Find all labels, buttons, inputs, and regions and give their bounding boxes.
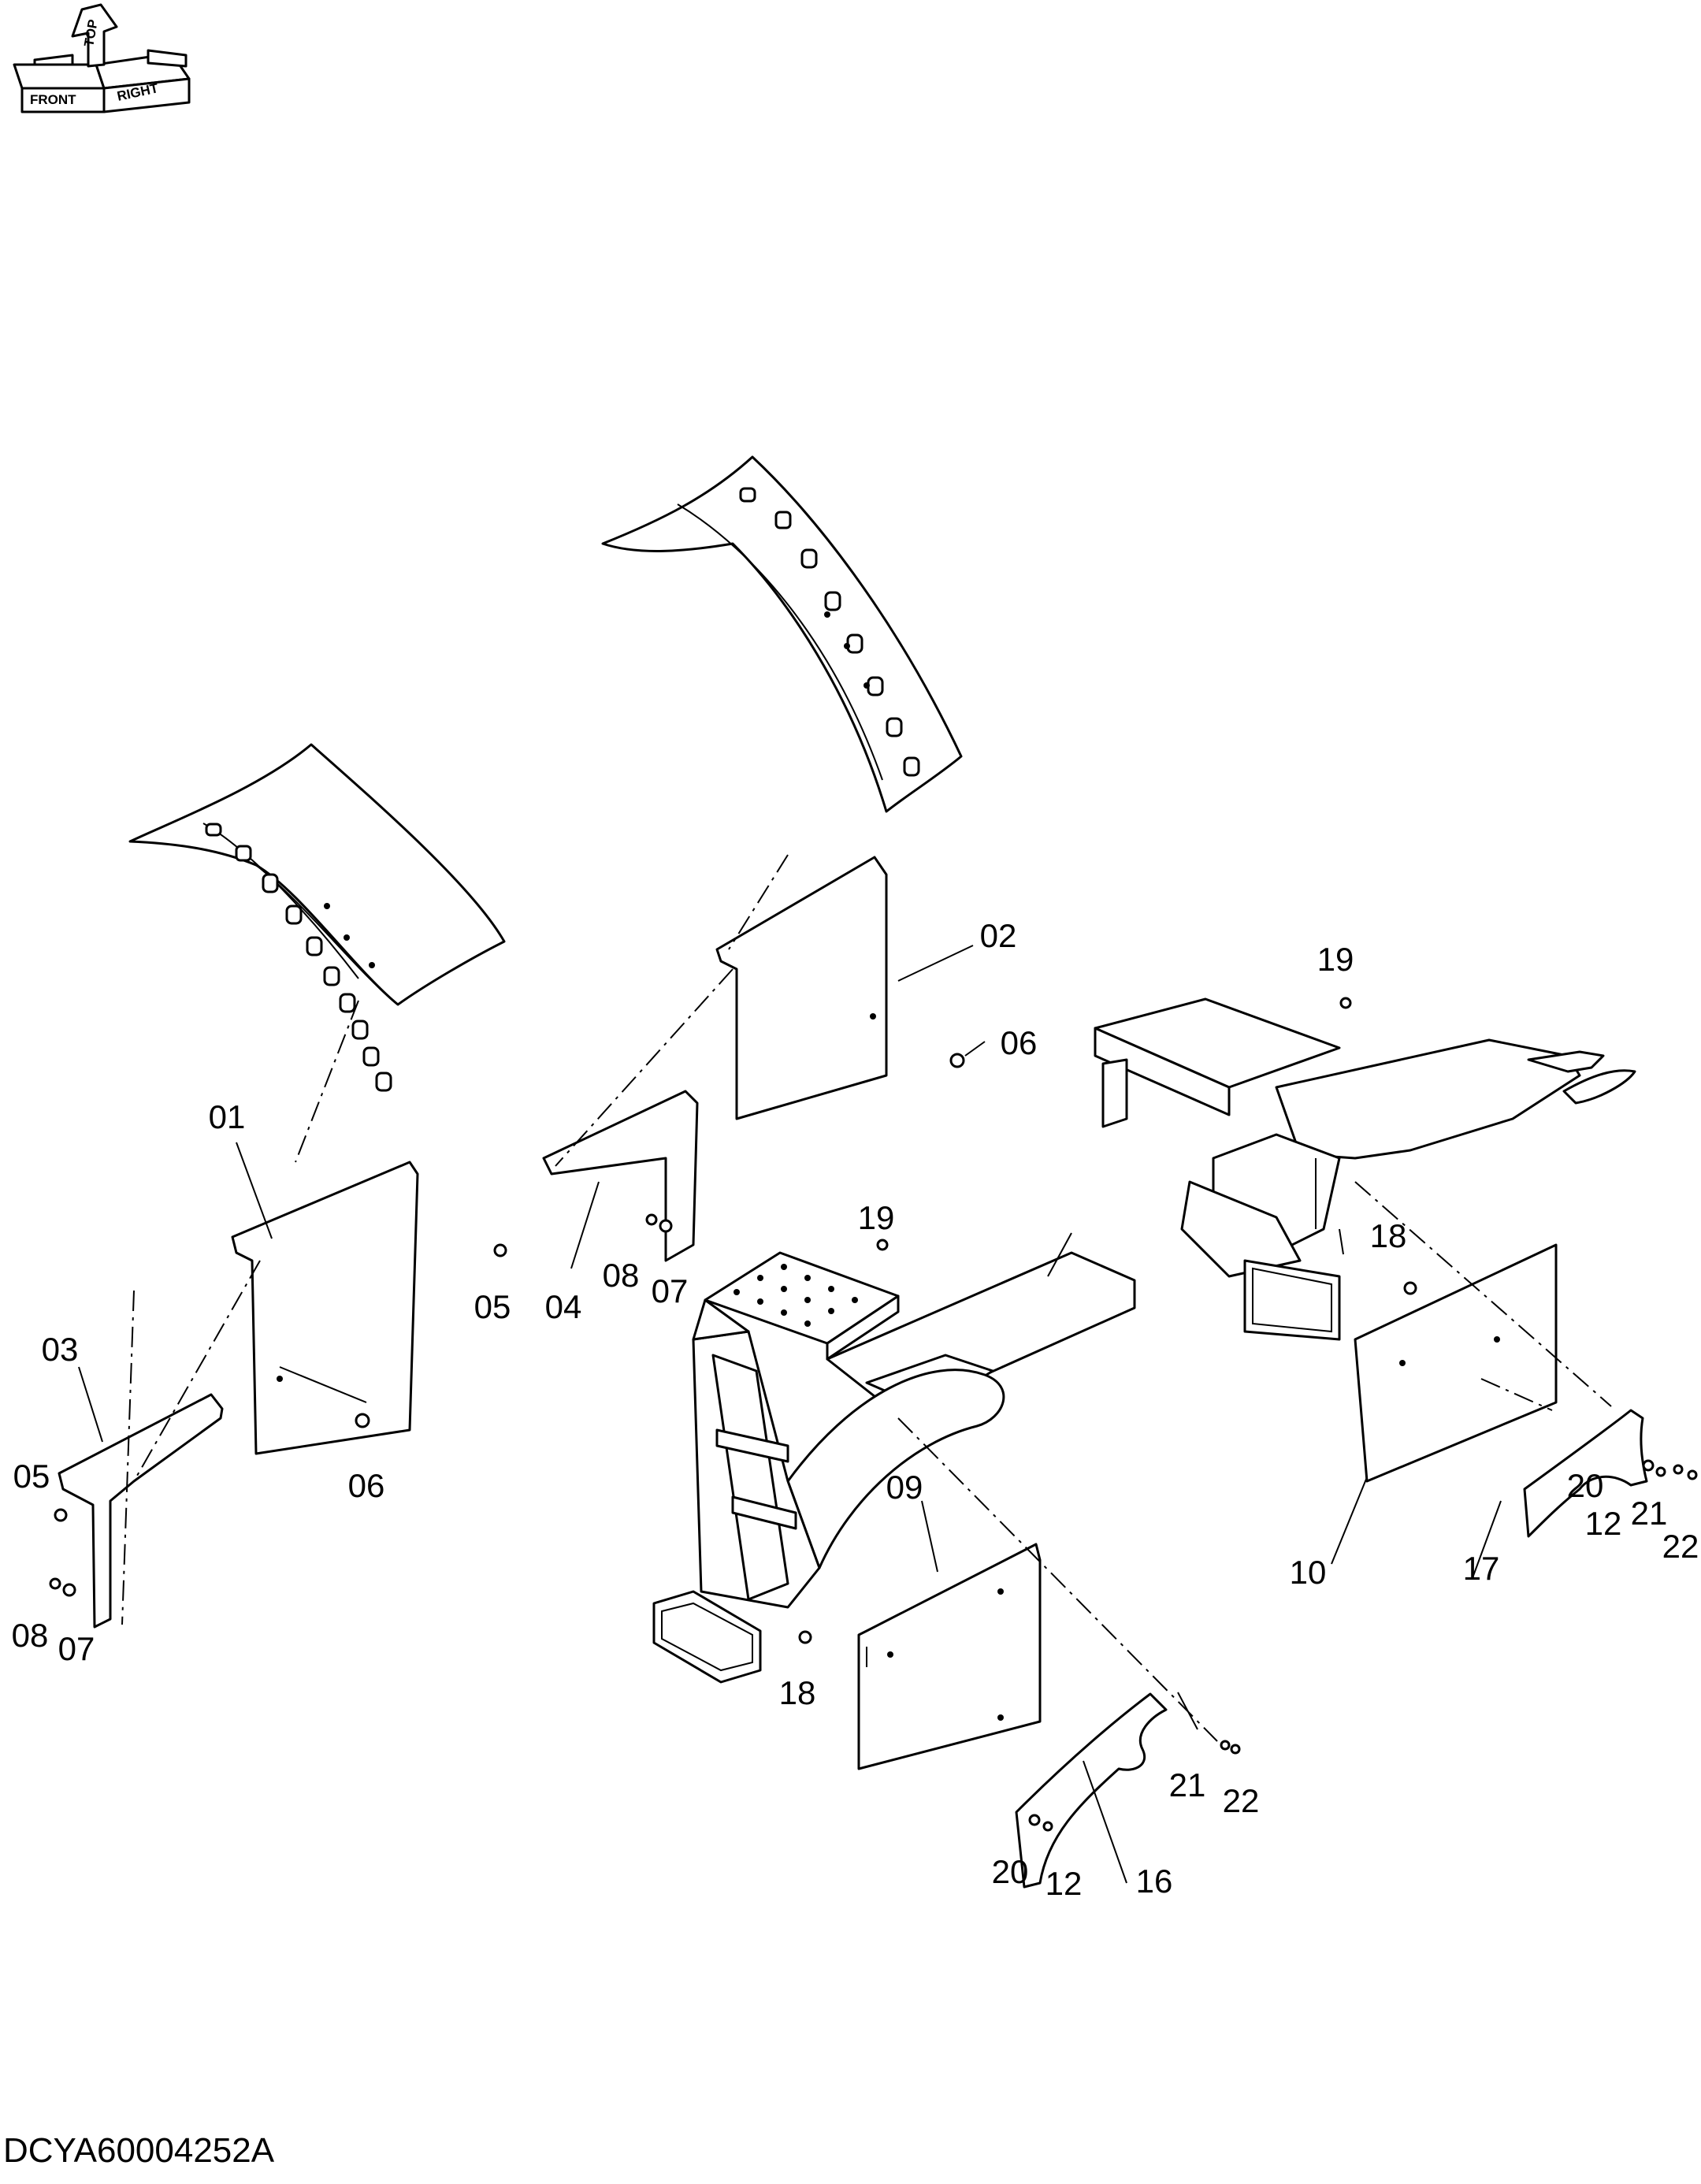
callout-01: 01	[209, 1098, 246, 1135]
nut-06-center	[949, 1053, 965, 1068]
bolt-21-right	[1673, 1464, 1684, 1475]
bolt-05-left	[54, 1508, 68, 1522]
callout-08-left: 08	[12, 1617, 49, 1654]
orientation-indicator: FRONT RIGHT TOP	[13, 3, 191, 113]
callout-05-left: 05	[13, 1458, 50, 1495]
bolt-19-right	[1339, 997, 1352, 1009]
support-plate-16	[1015, 1692, 1168, 1889]
callout-05-center: 05	[474, 1288, 511, 1325]
bolt-12-right	[1655, 1466, 1666, 1477]
step-assembly-left	[652, 1251, 1136, 1684]
bolt-12-left	[1042, 1821, 1053, 1832]
callout-21-right: 21	[1631, 1495, 1668, 1532]
callout-07-center: 07	[652, 1272, 689, 1309]
assembly-phantom-lines	[121, 854, 1612, 1742]
callout-08-center: 08	[603, 1257, 640, 1294]
callout-07-left: 07	[58, 1630, 95, 1667]
guard-plate-09	[857, 1543, 1042, 1770]
callout-17: 17	[1463, 1550, 1500, 1587]
fender-front-right-upper	[601, 455, 963, 813]
fender-front-left-slots	[205, 823, 392, 1092]
callout-22-right: 22	[1662, 1528, 1699, 1565]
fender-front-right-panel	[715, 856, 888, 1120]
washer-07-left	[62, 1583, 76, 1597]
callout-09: 09	[886, 1469, 923, 1506]
callout-labels: 01 02 03 04 05 05 06 06 07 07 08 08 09 1…	[12, 917, 1699, 1902]
bolt-05-center	[493, 1243, 507, 1257]
bolt-22-left	[1230, 1744, 1241, 1755]
orientation-front-label: FRONT	[30, 92, 76, 107]
callout-18-left: 18	[779, 1674, 816, 1711]
callout-12-left: 12	[1045, 1865, 1083, 1902]
washer-07-center	[659, 1219, 673, 1233]
guard-plate-10	[1354, 1243, 1558, 1483]
callout-leaders	[78, 945, 1502, 1884]
callout-10: 10	[1290, 1554, 1327, 1591]
callout-22-left: 22	[1223, 1782, 1260, 1819]
fender-front-right-slots	[739, 487, 920, 777]
bolt-08-center	[645, 1213, 658, 1226]
bolt-21-left	[1220, 1740, 1231, 1751]
callout-03: 03	[42, 1331, 79, 1368]
drawing-number: DCYA60004252A	[3, 2131, 275, 2170]
step-tread-perforations	[734, 1264, 858, 1327]
callout-06-center: 06	[1001, 1024, 1038, 1061]
nut-06-left	[355, 1413, 370, 1428]
callout-21-left: 21	[1169, 1766, 1206, 1803]
callout-06-left: 06	[348, 1467, 385, 1504]
callout-18-right: 18	[1370, 1217, 1407, 1254]
callout-16: 16	[1136, 1863, 1173, 1900]
washer-18-right	[1403, 1281, 1417, 1295]
callout-19-right: 19	[1317, 941, 1354, 978]
callout-02: 02	[980, 917, 1017, 954]
fasteners	[49, 997, 1698, 1832]
washer-20-left	[1028, 1814, 1041, 1826]
bolt-22-right	[1687, 1469, 1698, 1480]
step-assembly-right	[1094, 997, 1636, 1341]
bolt-08-left	[49, 1577, 61, 1590]
washer-18-left	[798, 1630, 812, 1644]
support-plate-17	[1523, 1409, 1648, 1538]
fender-front-left-panel	[231, 1161, 419, 1455]
bracket-front-right	[542, 1090, 699, 1262]
fender-front-left-upper	[128, 743, 506, 1092]
callout-04: 04	[545, 1288, 582, 1325]
callout-12-right: 12	[1585, 1505, 1622, 1542]
washer-20-right	[1642, 1459, 1655, 1472]
callout-20-left: 20	[992, 1853, 1029, 1890]
callout-20-right: 20	[1567, 1467, 1604, 1504]
callout-19-left: 19	[858, 1199, 895, 1236]
bracket-front-left	[58, 1393, 224, 1629]
bolt-19-left	[876, 1239, 889, 1251]
